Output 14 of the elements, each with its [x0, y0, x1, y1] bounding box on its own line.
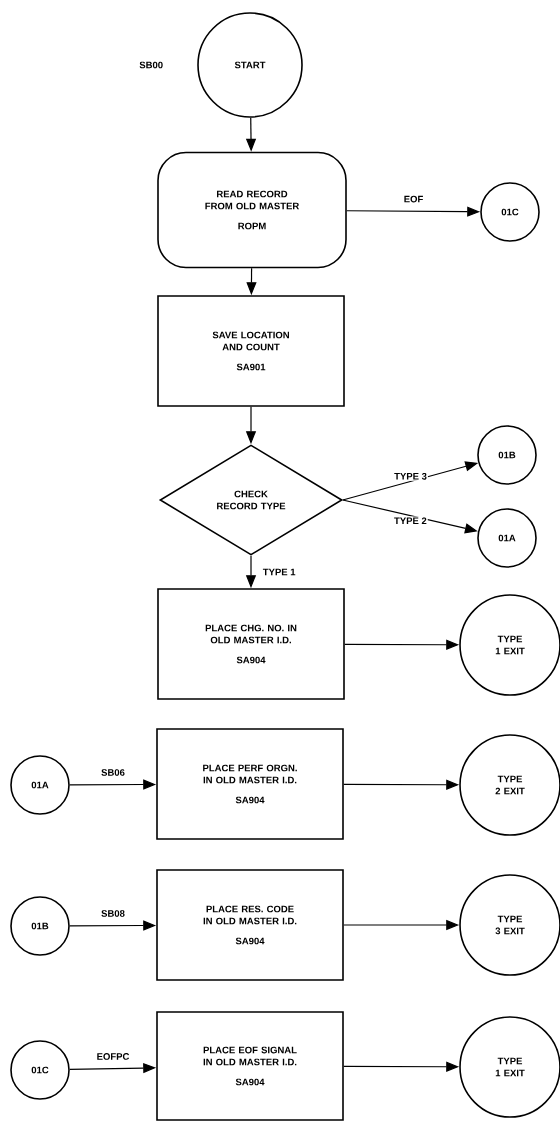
- process-box: PLACE CHG. NO. IN OLD MASTER I.D. SA904: [157, 588, 345, 700]
- edge-label: EOFPC: [95, 1052, 131, 1061]
- edge-label: SB06: [100, 768, 126, 777]
- edge-label: EOF: [402, 194, 425, 204]
- process-box: SAVE LOCATION AND COUNT SA901: [157, 295, 345, 407]
- process-box: PLACE RES. CODE IN OLD MASTER I.D. SA904: [156, 869, 344, 981]
- edge-label: SB08: [100, 909, 126, 918]
- edge-label: TYPE 3: [393, 471, 428, 481]
- input-box: READ RECORD FROM OLD MASTER ROPM: [157, 151, 347, 269]
- process-box: PLACE EOF SIGNAL IN OLD MASTER I.D. SA904: [156, 1011, 344, 1121]
- edge-label: TYPE 2: [393, 516, 428, 526]
- edge-label: TYPE 1: [261, 567, 297, 577]
- process-box: PLACE PERF ORGN. IN OLD MASTER I.D. SA904: [156, 728, 344, 840]
- node-caption: SB00: [139, 61, 163, 69]
